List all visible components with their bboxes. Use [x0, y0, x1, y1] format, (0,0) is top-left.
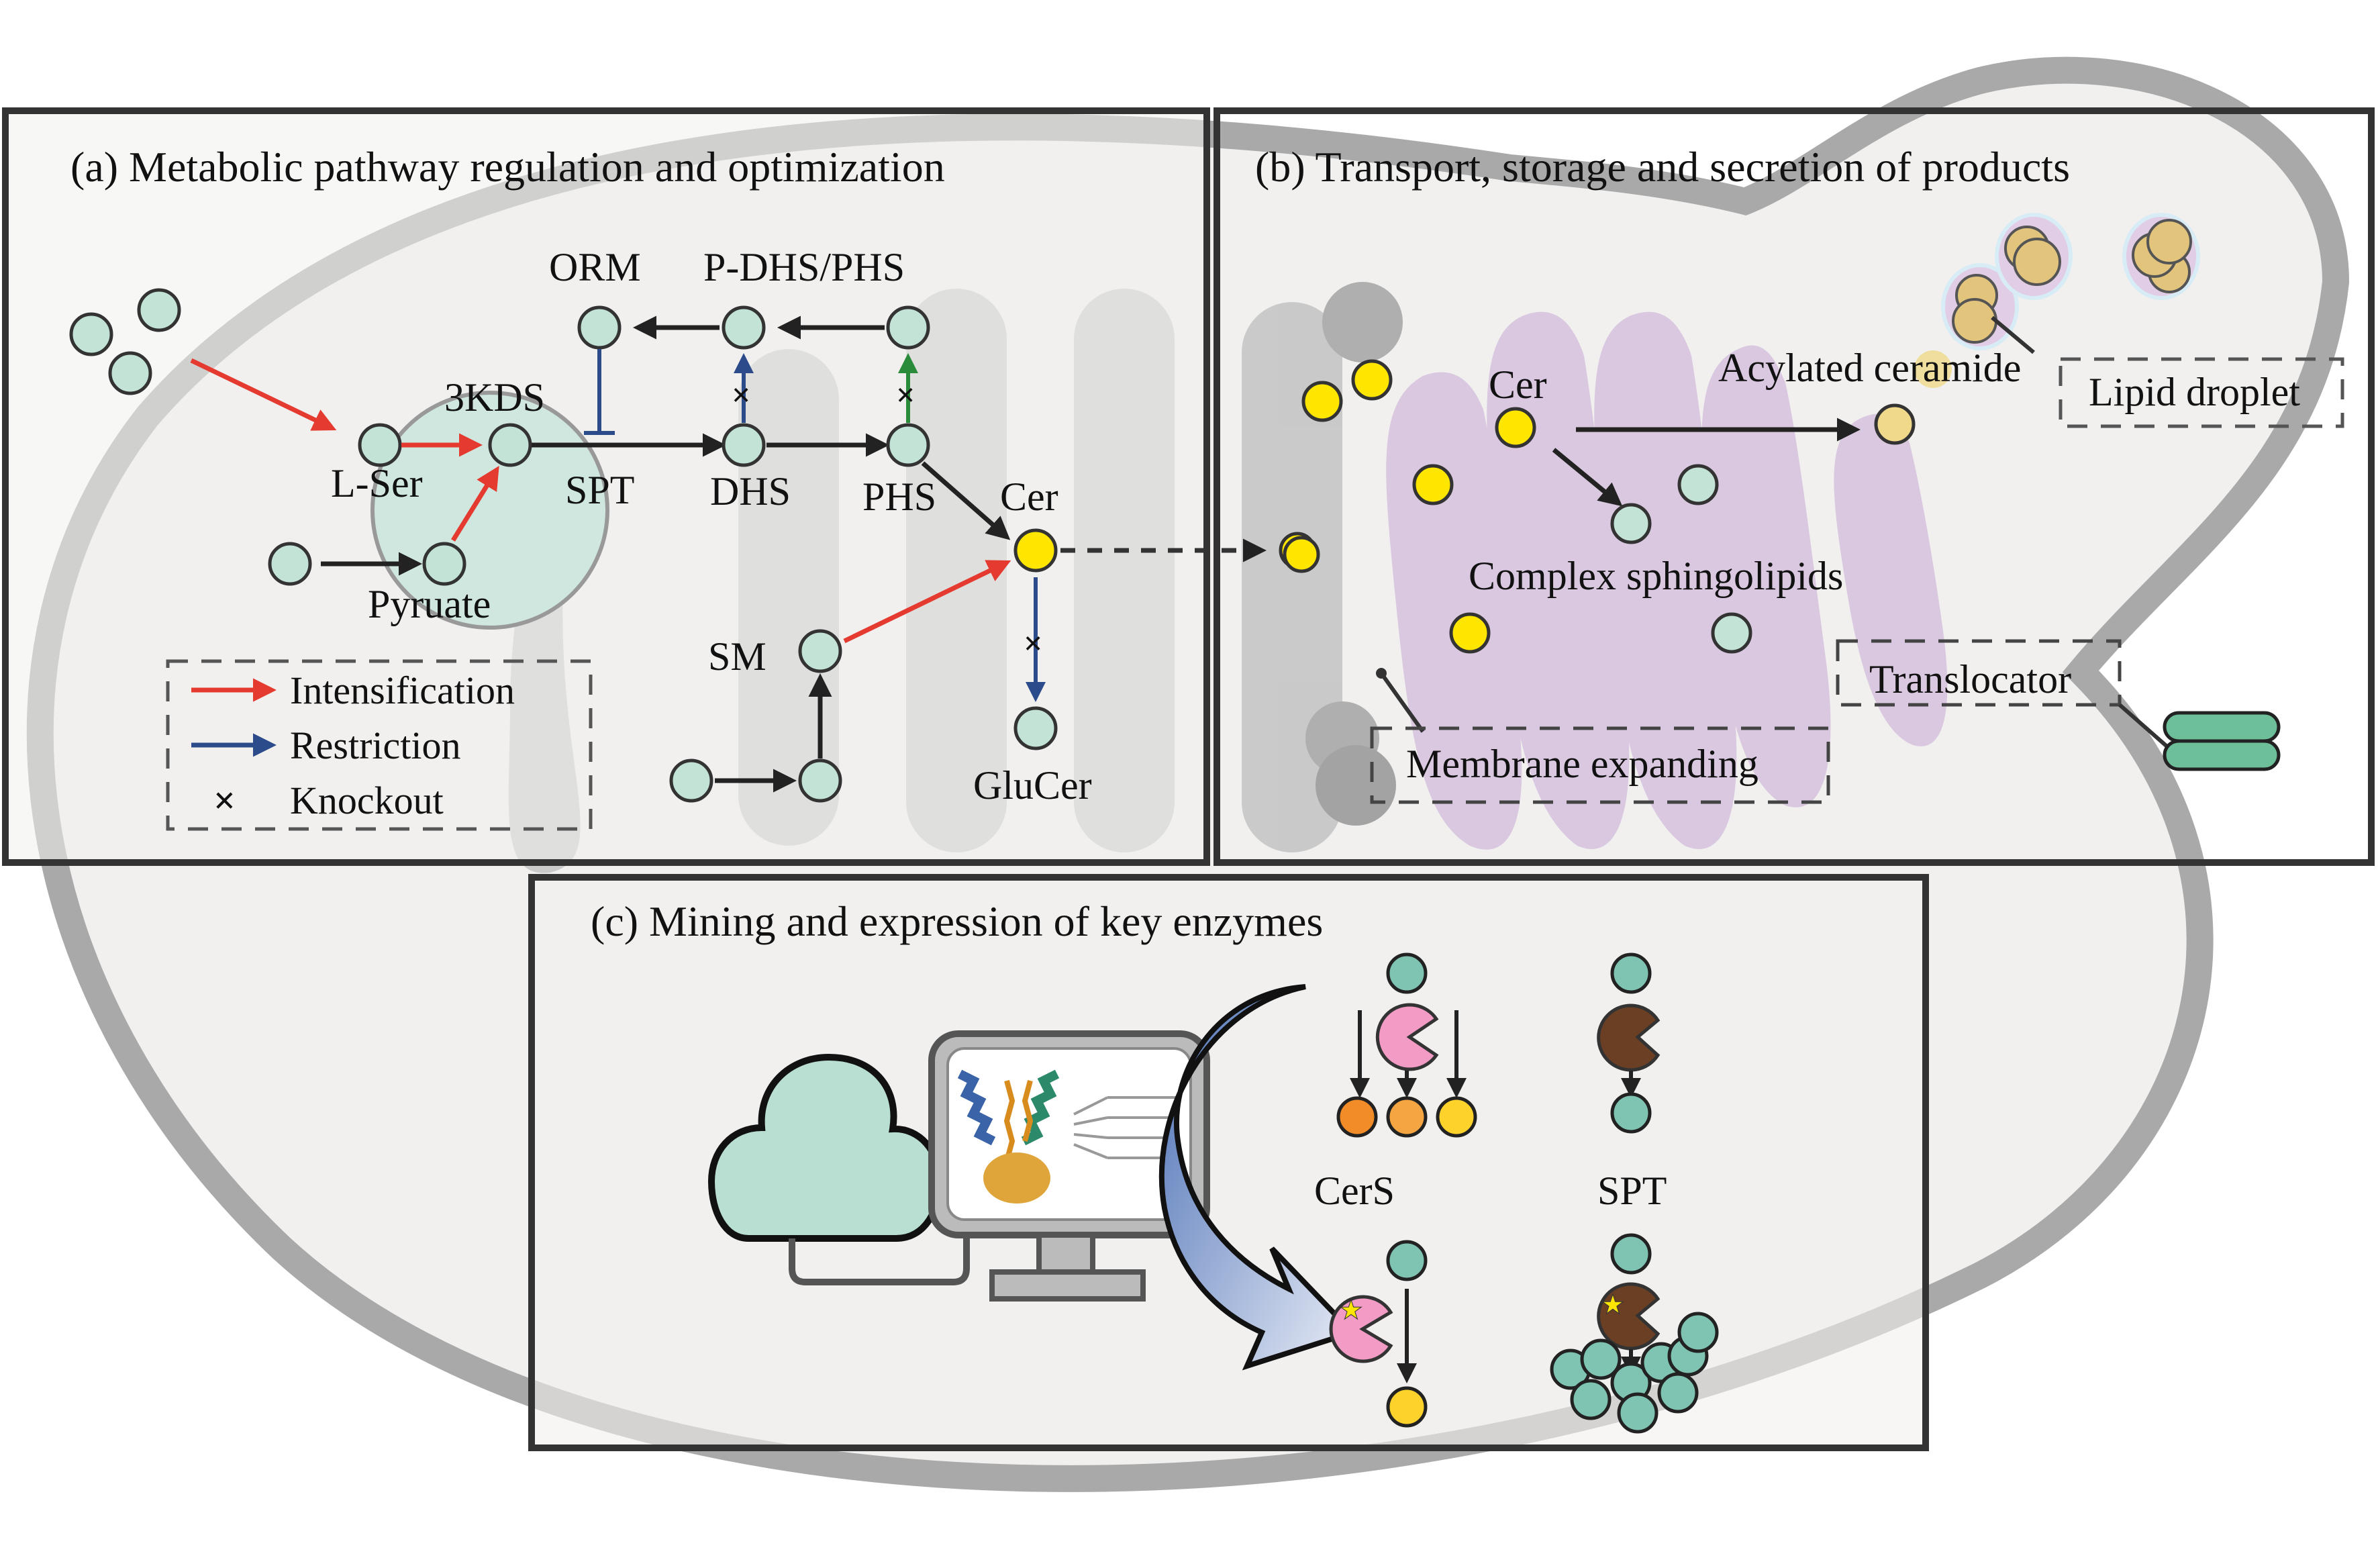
star-icon: ★: [1339, 1295, 1363, 1325]
node-3kds: [488, 423, 532, 467]
engineered-cers-enzyme-icon: [1329, 1295, 1393, 1363]
legend: Intensification Restriction × Knockout: [166, 659, 593, 831]
substrate-dot: [1386, 952, 1428, 994]
cers-enzyme-icon: [1375, 1003, 1439, 1071]
panel-a-title: (a) Metabolic pathway regulation and opt…: [70, 143, 945, 191]
ceramide-dot: [1449, 612, 1491, 654]
panel-a: (a) Metabolic pathway regulation and opt…: [2, 107, 1267, 866]
label-acylated-ceramide: Acylated ceramide: [1718, 346, 2021, 390]
ceramide-dot: [1301, 381, 1343, 422]
label-cers: CerS: [1314, 1169, 1395, 1213]
membrane-pointer-dot: [1376, 668, 1387, 679]
label-spt: SPT: [565, 468, 634, 512]
node-phs: [886, 423, 930, 467]
legend-knockout-icon: ×: [213, 779, 236, 822]
product-cluster: [1550, 1312, 1719, 1434]
translocator-label-box: [1836, 639, 2122, 707]
acylated-ceramide-dot-faded: [1914, 350, 1952, 388]
label-lser: L-Ser: [331, 461, 423, 505]
arrow-intensification: [451, 466, 499, 542]
ceramide-dot: [1412, 464, 1454, 505]
label-membrane-expanding: Membrane expanding: [1406, 742, 1758, 786]
label-lipid-droplet: Lipid droplet: [2089, 370, 2300, 414]
computer-monitor-icon: [928, 1030, 1210, 1302]
knockout-mark: ×: [1024, 624, 1043, 662]
label-phs: PHS: [862, 475, 936, 519]
product-dot: [1336, 1096, 1378, 1138]
complex-sphingolipid-dot: [1610, 503, 1652, 544]
product-dot: [1386, 1386, 1428, 1428]
acylated-ceramide-dot: [1874, 403, 1916, 445]
spt-enzyme-icon: [1597, 1003, 1661, 1072]
product-dot: [1386, 1096, 1428, 1138]
arrow-to-complex: [1552, 448, 1623, 507]
label-cer: Cer: [1000, 475, 1058, 519]
substrate-dot: [1610, 952, 1652, 994]
cloud-cable: [789, 1235, 970, 1285]
legend-label-intensification: Intensification: [290, 669, 515, 712]
panel-b-title: (b) Transport, storage and secretion of …: [1255, 143, 2070, 191]
node-sm: [798, 629, 842, 673]
legend-box: [166, 659, 593, 831]
label-pdhs-phs: P-DHS/PHS: [703, 245, 905, 289]
label-translocator: Translocator: [1869, 657, 2071, 701]
arrow: [921, 461, 1011, 540]
lipid-droplet-group: [1941, 213, 2200, 350]
node-sm-precursor: [798, 758, 842, 803]
complex-sphingolipid-dot: [1677, 464, 1719, 505]
translocator-pointer: [2118, 703, 2171, 750]
label-3kds: 3KDS: [444, 375, 545, 420]
label-pyruate: Pyruate: [368, 582, 491, 626]
arrow-intensification: [190, 358, 337, 431]
substrate-dot: [1610, 1233, 1652, 1275]
label-sm: SM: [708, 634, 766, 679]
label-spt-c: SPT: [1597, 1169, 1667, 1213]
knockout-mark: ×: [896, 376, 915, 413]
product-dot: [1610, 1092, 1652, 1134]
node-lser: [358, 423, 402, 467]
label-cer-golgi: Cer: [1489, 362, 1547, 407]
legend-label-knockout: Knockout: [290, 779, 444, 822]
knockout-mark: ×: [732, 376, 751, 413]
node-glucer: [1013, 706, 1058, 750]
label-dhs: DHS: [710, 469, 791, 513]
ceramide-dot: [1283, 536, 1320, 573]
node-dhs: [722, 423, 766, 467]
input-metabolite: [108, 351, 152, 395]
star-icon: ★: [1601, 1289, 1625, 1320]
node-pyruate: [422, 542, 466, 586]
arrow-intensification: [843, 560, 1011, 644]
translocator-icon: [2163, 711, 2281, 771]
node-cer: [1013, 528, 1058, 573]
product-dot: [1436, 1096, 1477, 1138]
label-orm: ORM: [549, 245, 641, 289]
input-metabolite: [137, 288, 181, 332]
label-complex-sphingolipids: Complex sphingolipids: [1469, 554, 1843, 598]
node-orm: [577, 305, 622, 350]
substrate-dot: [1386, 1240, 1428, 1281]
panel-c-title: (c) Mining and expression of key enzymes: [591, 897, 1323, 945]
protein-structure-image: [957, 1069, 1178, 1204]
legend-label-restriction: Restriction: [290, 724, 461, 767]
input-metabolite: [268, 542, 312, 586]
node-cer-golgi: [1495, 407, 1536, 448]
ceramide-dot: [1351, 359, 1393, 401]
panel-c: (c) Mining and expression of key enzymes: [528, 874, 1929, 1451]
label-glucer: GluCer: [973, 763, 1092, 807]
lipid-droplet-label-box: [2059, 357, 2344, 428]
complex-sphingolipid-dot: [1711, 612, 1752, 654]
membrane-label-box: [1370, 726, 1830, 804]
panel-b: (b) Transport, storage and secretion of …: [1213, 107, 2375, 866]
node-p-dhs: [722, 305, 766, 350]
membrane-pointer: [1379, 672, 1425, 733]
panel-b-frame: [1213, 107, 2375, 866]
input-metabolite: [69, 312, 113, 356]
engineered-spt-enzyme-icon: [1597, 1282, 1661, 1351]
input-metabolite: [669, 758, 713, 803]
node-p-phs: [886, 305, 930, 350]
lipid-droplet-pointer: [1991, 315, 2035, 354]
